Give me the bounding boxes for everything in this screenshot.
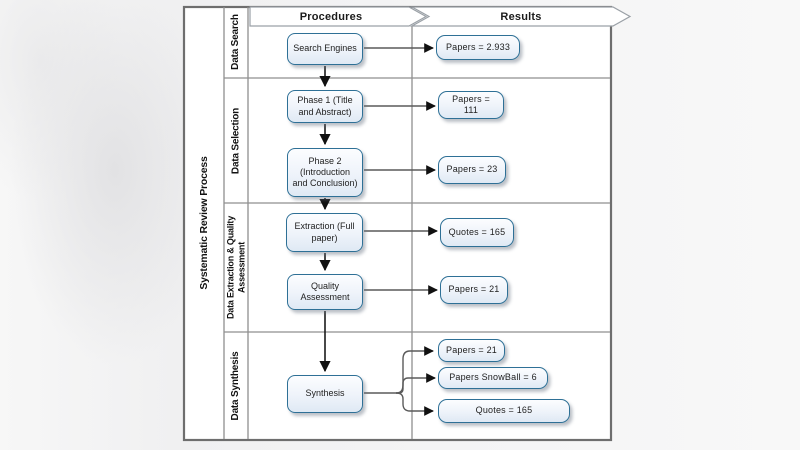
process-box-quality-assessment: Quality Assessment xyxy=(287,274,363,310)
result-box-papers-2933: Papers = 2.933 xyxy=(436,35,520,60)
lane-label-data-search: Data Search xyxy=(230,14,242,70)
result-box-papers-snowball-6: Papers SnowBall = 6 xyxy=(438,367,548,389)
results-banner-shape xyxy=(409,6,632,27)
process-box-extraction: Extraction (Full paper) xyxy=(286,213,363,252)
results-column-header: Results xyxy=(500,10,542,23)
procedures-column-header: Procedures xyxy=(299,10,363,23)
connector-synthesis-to-snowball xyxy=(396,373,436,394)
lane-label-data-selection: Data Selection xyxy=(230,107,242,175)
process-box-search-engines: Search Engines xyxy=(287,33,363,65)
lane-label-data-extraction-quality: Data Extraction & Quality Assessment xyxy=(225,215,246,320)
process-box-synthesis: Synthesis xyxy=(287,375,363,413)
result-box-papers-21: Papers = 21 xyxy=(440,276,508,304)
process-box-phase1: Phase 1 (Title and Abstract) xyxy=(287,90,363,123)
procedures-banner-shape xyxy=(249,6,428,27)
connector-synthesis-to-quotes165 xyxy=(395,392,434,416)
lane-label-data-synthesis: Data Synthesis xyxy=(230,351,242,421)
process-box-phase2: Phase 2 (Introduction and Conclusion) xyxy=(287,148,363,197)
result-box-papers-111: Papers = 111 xyxy=(438,91,504,119)
result-box-papers-23: Papers = 23 xyxy=(438,156,506,184)
result-box-quotes-165-synthesis: Quotes = 165 xyxy=(438,399,570,423)
result-box-quotes-165: Quotes = 165 xyxy=(440,218,514,247)
connector-synthesis-to-papers21 xyxy=(395,346,434,394)
diagram-title: Systematic Review Process xyxy=(198,156,210,290)
result-box-papers-21-synthesis: Papers = 21 xyxy=(438,339,505,362)
